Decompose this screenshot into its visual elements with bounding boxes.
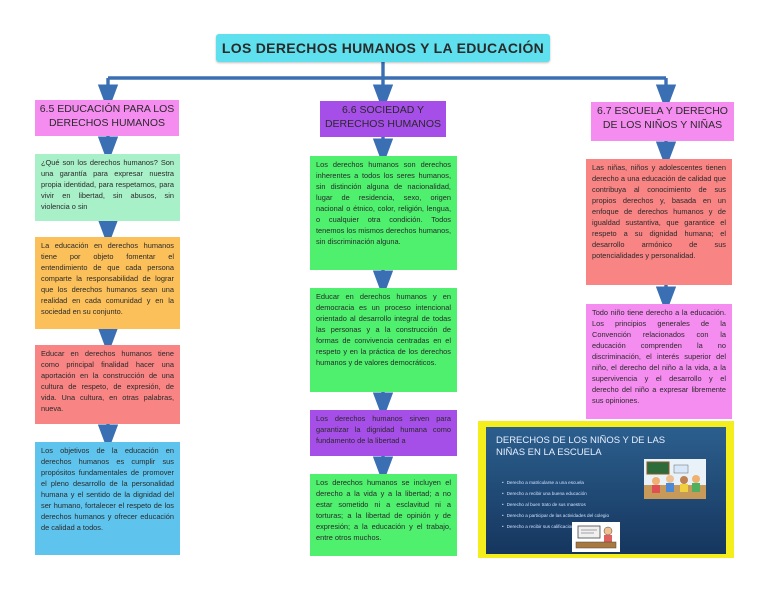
page-title: LOS DERECHOS HUMANOS Y LA EDUCACIÓN bbox=[216, 34, 550, 62]
slide-background: DERECHOS DE LOS NIÑOS Y DE LAS NIÑAS EN … bbox=[486, 427, 726, 554]
concept-box: Los derechos humanos sirven para garanti… bbox=[310, 410, 457, 456]
column-header-escuela: 6.7 ESCUELA Y DERECHO DE LOS NIÑOS Y NIÑ… bbox=[591, 102, 734, 141]
slide-bullet: Derecho a participar de las actividades … bbox=[502, 510, 609, 521]
concept-box: Todo niño tiene derecho a la educación. … bbox=[586, 304, 732, 419]
concept-box: Educar en derechos humanos tiene como pr… bbox=[35, 345, 180, 424]
concept-box: Los derechos humanos se incluyen el dere… bbox=[310, 474, 457, 556]
concept-box: Los derechos humanos son derechos inhere… bbox=[310, 156, 457, 270]
slide-title: DERECHOS DE LOS NIÑOS Y DE LAS NIÑAS EN … bbox=[496, 435, 696, 459]
classroom-illustration bbox=[644, 459, 706, 499]
slide-bullet: Derecho al buen trato de sus maestros bbox=[502, 499, 609, 510]
column-header-educacion: 6.5 EDUCACIÓN PARA LOS DERECHOS HUMANOS bbox=[35, 100, 179, 136]
slide-bullet: Derecho a recibir una buena educación bbox=[502, 488, 609, 499]
concept-box: Las niñas, niños y adolescentes tienen d… bbox=[586, 159, 732, 285]
concept-box: Los objetivos de la educación en derecho… bbox=[35, 442, 180, 555]
concept-box: Educar en derechos humanos y en democrac… bbox=[310, 288, 457, 392]
concept-box: ¿Qué son los derechos humanos? Son una g… bbox=[35, 154, 180, 221]
teacher-illustration bbox=[572, 522, 620, 552]
column-header-sociedad: 6.6 SOCIEDAD Y DERECHOS HUMANOS bbox=[320, 101, 446, 137]
slide-bullet: Derecho a matricularse a una escuela bbox=[502, 477, 609, 488]
school-rights-slide: DERECHOS DE LOS NIÑOS Y DE LAS NIÑAS EN … bbox=[478, 421, 734, 558]
concept-box: La educación en derechos humanos tiene p… bbox=[35, 237, 180, 329]
